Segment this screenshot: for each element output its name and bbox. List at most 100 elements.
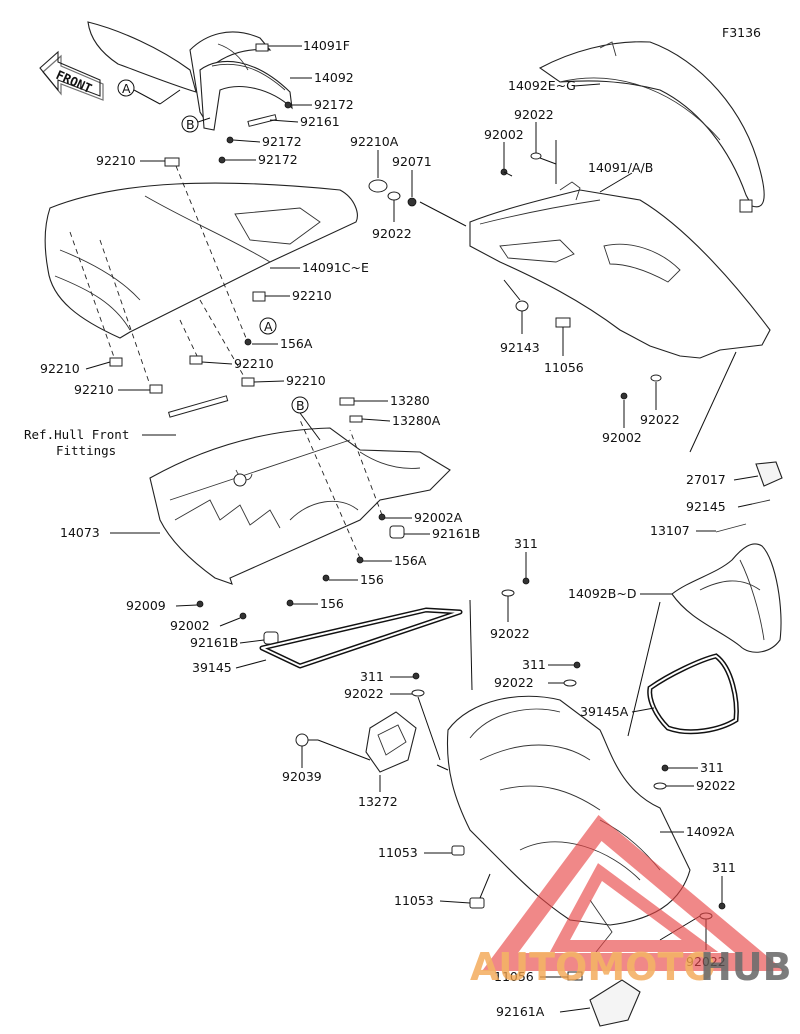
bolt-92039 bbox=[295, 733, 318, 747]
callout-a-upper: A bbox=[117, 79, 181, 105]
hood-part-14091c-e bbox=[44, 182, 358, 339]
callout-a-hood: A bbox=[259, 317, 277, 335]
label-92022-c: 92022 bbox=[494, 675, 534, 690]
svg-text:A: A bbox=[122, 81, 131, 96]
svg-text:A: A bbox=[264, 319, 273, 334]
label-92022-g: 92022 bbox=[696, 778, 736, 793]
label-14092BD: 14092B~D bbox=[568, 586, 636, 601]
label-13280: 13280 bbox=[390, 393, 430, 408]
label-311-c: 311 bbox=[522, 657, 546, 672]
cowl-part-14092 bbox=[199, 60, 293, 131]
plug-11053-b bbox=[469, 897, 485, 909]
screw-92172-b bbox=[226, 136, 234, 144]
label-311-b: 311 bbox=[360, 669, 384, 684]
clip-92210-a bbox=[164, 157, 180, 167]
label-14092EG: 14092E~G bbox=[508, 78, 576, 93]
label-92009: 92009 bbox=[126, 598, 166, 613]
washer-92022-c bbox=[563, 679, 577, 687]
label-39145: 39145 bbox=[192, 660, 232, 675]
label-92002A: 92002A bbox=[414, 510, 463, 525]
storage-tray-group: B 13280 13280A 14073 92002A 92161B 156A bbox=[60, 393, 480, 650]
side-panel-group: 92210A 92071 92022 92022 92002 14091/A/B… bbox=[350, 107, 771, 453]
screw-92009 bbox=[196, 600, 204, 608]
washer-92022-f bbox=[650, 374, 662, 382]
label-11056-a: 11056 bbox=[494, 969, 534, 984]
emblem-27017 bbox=[755, 461, 783, 487]
clip-11056-a bbox=[567, 971, 583, 981]
clip-92210-c bbox=[109, 357, 123, 367]
label-14091AB: 14091/A/B bbox=[588, 160, 653, 175]
label-92161B-a: 92161B bbox=[432, 526, 480, 541]
front-arrow-icon: FRONT bbox=[39, 50, 104, 101]
washer-92022-d bbox=[530, 152, 542, 160]
label-92210-a: 92210 bbox=[96, 153, 136, 168]
label-92071: 92071 bbox=[392, 154, 432, 169]
screw-92002-b bbox=[500, 168, 513, 177]
cowl-part-14092e-g bbox=[538, 41, 765, 208]
clip-92210-d bbox=[189, 355, 203, 365]
label-92210-b: 92210 bbox=[292, 288, 332, 303]
label-13272: 13272 bbox=[358, 794, 398, 809]
label-92210-f: 92210 bbox=[286, 373, 326, 388]
pad-92161a bbox=[589, 979, 641, 1027]
label-92172-b: 92172 bbox=[262, 134, 302, 149]
label-92022-f: 92022 bbox=[640, 412, 680, 427]
label-39145A: 39145A bbox=[580, 704, 629, 719]
screw-92172-a bbox=[284, 101, 292, 109]
label-11053-b: 11053 bbox=[394, 893, 434, 908]
label-92210-d: 92210 bbox=[234, 356, 274, 371]
label-92022-e: 92022 bbox=[372, 226, 412, 241]
label-14092: 14092 bbox=[314, 70, 354, 85]
label-92172-a: 92172 bbox=[314, 97, 354, 112]
label-92022-a: 92022 bbox=[490, 626, 530, 641]
label-92002-a: 92002 bbox=[170, 618, 210, 633]
label-92161-a: 92161 bbox=[300, 114, 340, 129]
seal-strip-92161 bbox=[247, 114, 277, 127]
washer-92022-a bbox=[501, 589, 515, 597]
clip-11056-b bbox=[555, 317, 571, 328]
label-11053-a: 11053 bbox=[378, 845, 418, 860]
washer-92022-e bbox=[387, 191, 401, 201]
ref-note-line1: Ref.Hull Front bbox=[24, 427, 129, 442]
grommet-92210a bbox=[368, 179, 388, 193]
label-92161A: 92161A bbox=[496, 1004, 545, 1019]
seal-group-39145: 39145 bbox=[192, 607, 463, 675]
clip-part bbox=[255, 43, 269, 52]
grommet-92161b-a bbox=[389, 525, 405, 539]
bolt-156a-a bbox=[244, 338, 252, 346]
watermark-logo: AUTOMOTO HUB bbox=[470, 814, 792, 989]
housing-part-14092a bbox=[446, 695, 691, 926]
bolt-156-a bbox=[322, 574, 330, 582]
label-14092A: 14092A bbox=[686, 824, 735, 839]
clip-92210-b bbox=[252, 291, 266, 302]
label-92161B-b: 92161B bbox=[190, 635, 238, 650]
label-311-a: 311 bbox=[514, 536, 538, 551]
screw-92172-c bbox=[218, 156, 226, 164]
label-92210A: 92210A bbox=[350, 134, 399, 149]
svg-text:B: B bbox=[296, 398, 305, 413]
right-cowl-group: 14092E~G bbox=[508, 41, 765, 213]
bracket-13272 bbox=[365, 711, 417, 773]
label-14091F: 14091F bbox=[303, 38, 350, 53]
label-92002-c: 92002 bbox=[602, 430, 642, 445]
screw-92002-c bbox=[620, 392, 628, 400]
lower-left-fasteners: 311 92022 311 92022 311 92022 92039 1327… bbox=[282, 536, 581, 809]
label-13107: 13107 bbox=[650, 523, 690, 538]
label-92145: 92145 bbox=[686, 499, 726, 514]
front-lid-part bbox=[87, 21, 197, 93]
label-92210-e: 92210 bbox=[74, 382, 114, 397]
label-11056-b: 11056 bbox=[544, 360, 584, 375]
nut-311-c bbox=[573, 661, 581, 669]
label-92143: 92143 bbox=[500, 340, 540, 355]
nut-311-d bbox=[661, 764, 669, 772]
washer-92022-g bbox=[653, 782, 667, 790]
clip-92210-f bbox=[241, 377, 255, 387]
nut-311-e bbox=[718, 902, 726, 910]
label-311-d: 311 bbox=[700, 760, 724, 775]
bolt-156-b bbox=[286, 599, 294, 607]
label-311-e: 311 bbox=[712, 860, 736, 875]
label-156A-a: 156A bbox=[280, 336, 313, 351]
clip-92143 bbox=[515, 300, 529, 312]
panel-part-14091 bbox=[469, 189, 771, 359]
